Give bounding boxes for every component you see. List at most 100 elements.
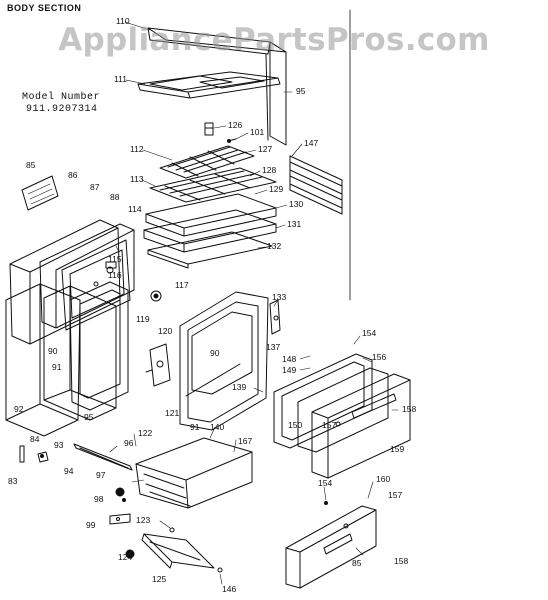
part-label-p125: 125 <box>152 574 166 584</box>
part-label-p83: 83 <box>8 476 18 486</box>
part-label-p159: 159 <box>390 444 404 454</box>
cooktop-top-panel <box>147 27 287 146</box>
part-label-p160: 160 <box>376 474 390 484</box>
model-label: Model Number <box>22 92 101 103</box>
oven-inner-liner <box>61 239 131 331</box>
storage-door-panel <box>285 505 377 589</box>
clip-99 <box>109 513 131 525</box>
leader-lines <box>109 21 399 585</box>
part-label-p146: 146 <box>222 584 236 594</box>
part-label-p85b: 85 <box>352 558 362 568</box>
leg-124 <box>125 549 135 559</box>
part-label-p137: 137 <box>266 342 280 352</box>
oven-rack <box>149 167 277 203</box>
part-label-p156: 156 <box>372 352 386 362</box>
part-label-p117: 117 <box>175 280 189 290</box>
hinge-133 <box>269 299 281 335</box>
bolt-97 <box>115 487 125 497</box>
screw-154b <box>324 501 328 505</box>
data-plate-85 <box>21 175 59 211</box>
cooktop-inner-pan <box>137 71 281 99</box>
part-label-p133: 133 <box>272 292 286 302</box>
part-label-p126: 126 <box>228 120 242 130</box>
part-label-p122: 122 <box>138 428 152 438</box>
part-label-p150: 150 <box>288 420 302 430</box>
part-label-p95b: 95 <box>84 412 94 422</box>
part-label-p131: 131 <box>287 219 301 229</box>
part-label-p111: 111 <box>114 74 127 84</box>
kick-panel-125 <box>141 533 215 569</box>
part-label-p91a: 91 <box>52 362 62 372</box>
part-label-p92: 92 <box>14 404 24 414</box>
part-label-p158b: 158 <box>394 556 408 566</box>
part-label-p167: 167 <box>238 436 252 446</box>
side-brackets-147 <box>289 155 343 215</box>
leveling-legs <box>19 445 49 463</box>
side-frame-119 <box>69 281 129 411</box>
part-label-p88: 88 <box>110 192 120 202</box>
part-label-p116: 116 <box>108 270 122 280</box>
watermark: AppliancePartsPros.com <box>58 22 490 58</box>
part-label-p101: 101 <box>250 127 264 137</box>
screw-123 <box>169 527 175 533</box>
drawer-140 <box>135 437 253 509</box>
part-label-p93: 93 <box>54 440 64 450</box>
part-label-p140: 140 <box>210 422 224 432</box>
oven-door-glass <box>297 367 389 453</box>
part-label-p120: 120 <box>158 326 172 336</box>
part-label-p91b: 91 <box>190 422 200 432</box>
part-label-p123: 123 <box>136 515 150 525</box>
drawer-rail-96 <box>73 443 133 471</box>
part-label-p97: 97 <box>96 470 106 480</box>
part-label-p154b: 154 <box>318 478 332 488</box>
bottom-plate-132 <box>147 231 273 269</box>
part-label-p99: 99 <box>86 520 96 530</box>
part-label-p129: 129 <box>269 184 283 194</box>
oven-door-frame <box>179 291 269 431</box>
part-label-p149: 149 <box>282 365 296 375</box>
part-label-p139: 139 <box>232 382 246 392</box>
knob-117 <box>150 290 162 302</box>
part-label-p94: 94 <box>64 466 74 476</box>
part-label-p157a: 157 <box>322 420 336 430</box>
part-label-p90b: 90 <box>210 348 220 358</box>
part-label-p114: 114 <box>128 204 142 214</box>
part-label-p158a: 158 <box>402 404 416 414</box>
part-label-p95a: 95 <box>296 86 306 96</box>
broil-element-rack <box>159 145 255 179</box>
side-panel-92 <box>5 283 81 437</box>
oven-door-outer <box>311 373 411 479</box>
part-label-p84: 84 <box>30 434 40 444</box>
part-label-p87: 87 <box>90 182 100 192</box>
screw-146 <box>217 567 223 573</box>
part-label-p90a: 90 <box>48 346 58 356</box>
fastener-126 <box>204 122 214 136</box>
oven-liner-131 <box>143 209 277 253</box>
part-label-p128: 128 <box>262 165 276 175</box>
part-label-p124: 124 <box>118 552 132 562</box>
hinge-120 <box>145 343 171 387</box>
part-label-p154a: 154 <box>362 328 376 338</box>
part-label-p147: 147 <box>304 138 318 148</box>
part-label-p115: 115 <box>108 254 122 264</box>
part-label-p121: 121 <box>165 408 179 418</box>
part-label-p85a: 85 <box>26 160 36 170</box>
model-number: 911.9207314 <box>26 104 98 115</box>
part-label-p110: 110 <box>116 16 130 26</box>
part-label-p98: 98 <box>94 494 104 504</box>
screw-98 <box>122 498 126 502</box>
part-label-p112: 112 <box>130 144 144 154</box>
screw-101 <box>227 138 237 143</box>
part-label-p119: 119 <box>136 314 150 324</box>
part-label-p86: 86 <box>68 170 78 180</box>
part-label-p148: 148 <box>282 354 296 364</box>
part-label-p96: 96 <box>124 438 134 448</box>
section-title: BODY SECTION <box>7 3 82 13</box>
part-label-p132: 132 <box>267 241 281 251</box>
part-label-p130: 130 <box>289 199 303 209</box>
oven-body-frame <box>9 219 135 345</box>
part-label-p113: 113 <box>130 174 144 184</box>
